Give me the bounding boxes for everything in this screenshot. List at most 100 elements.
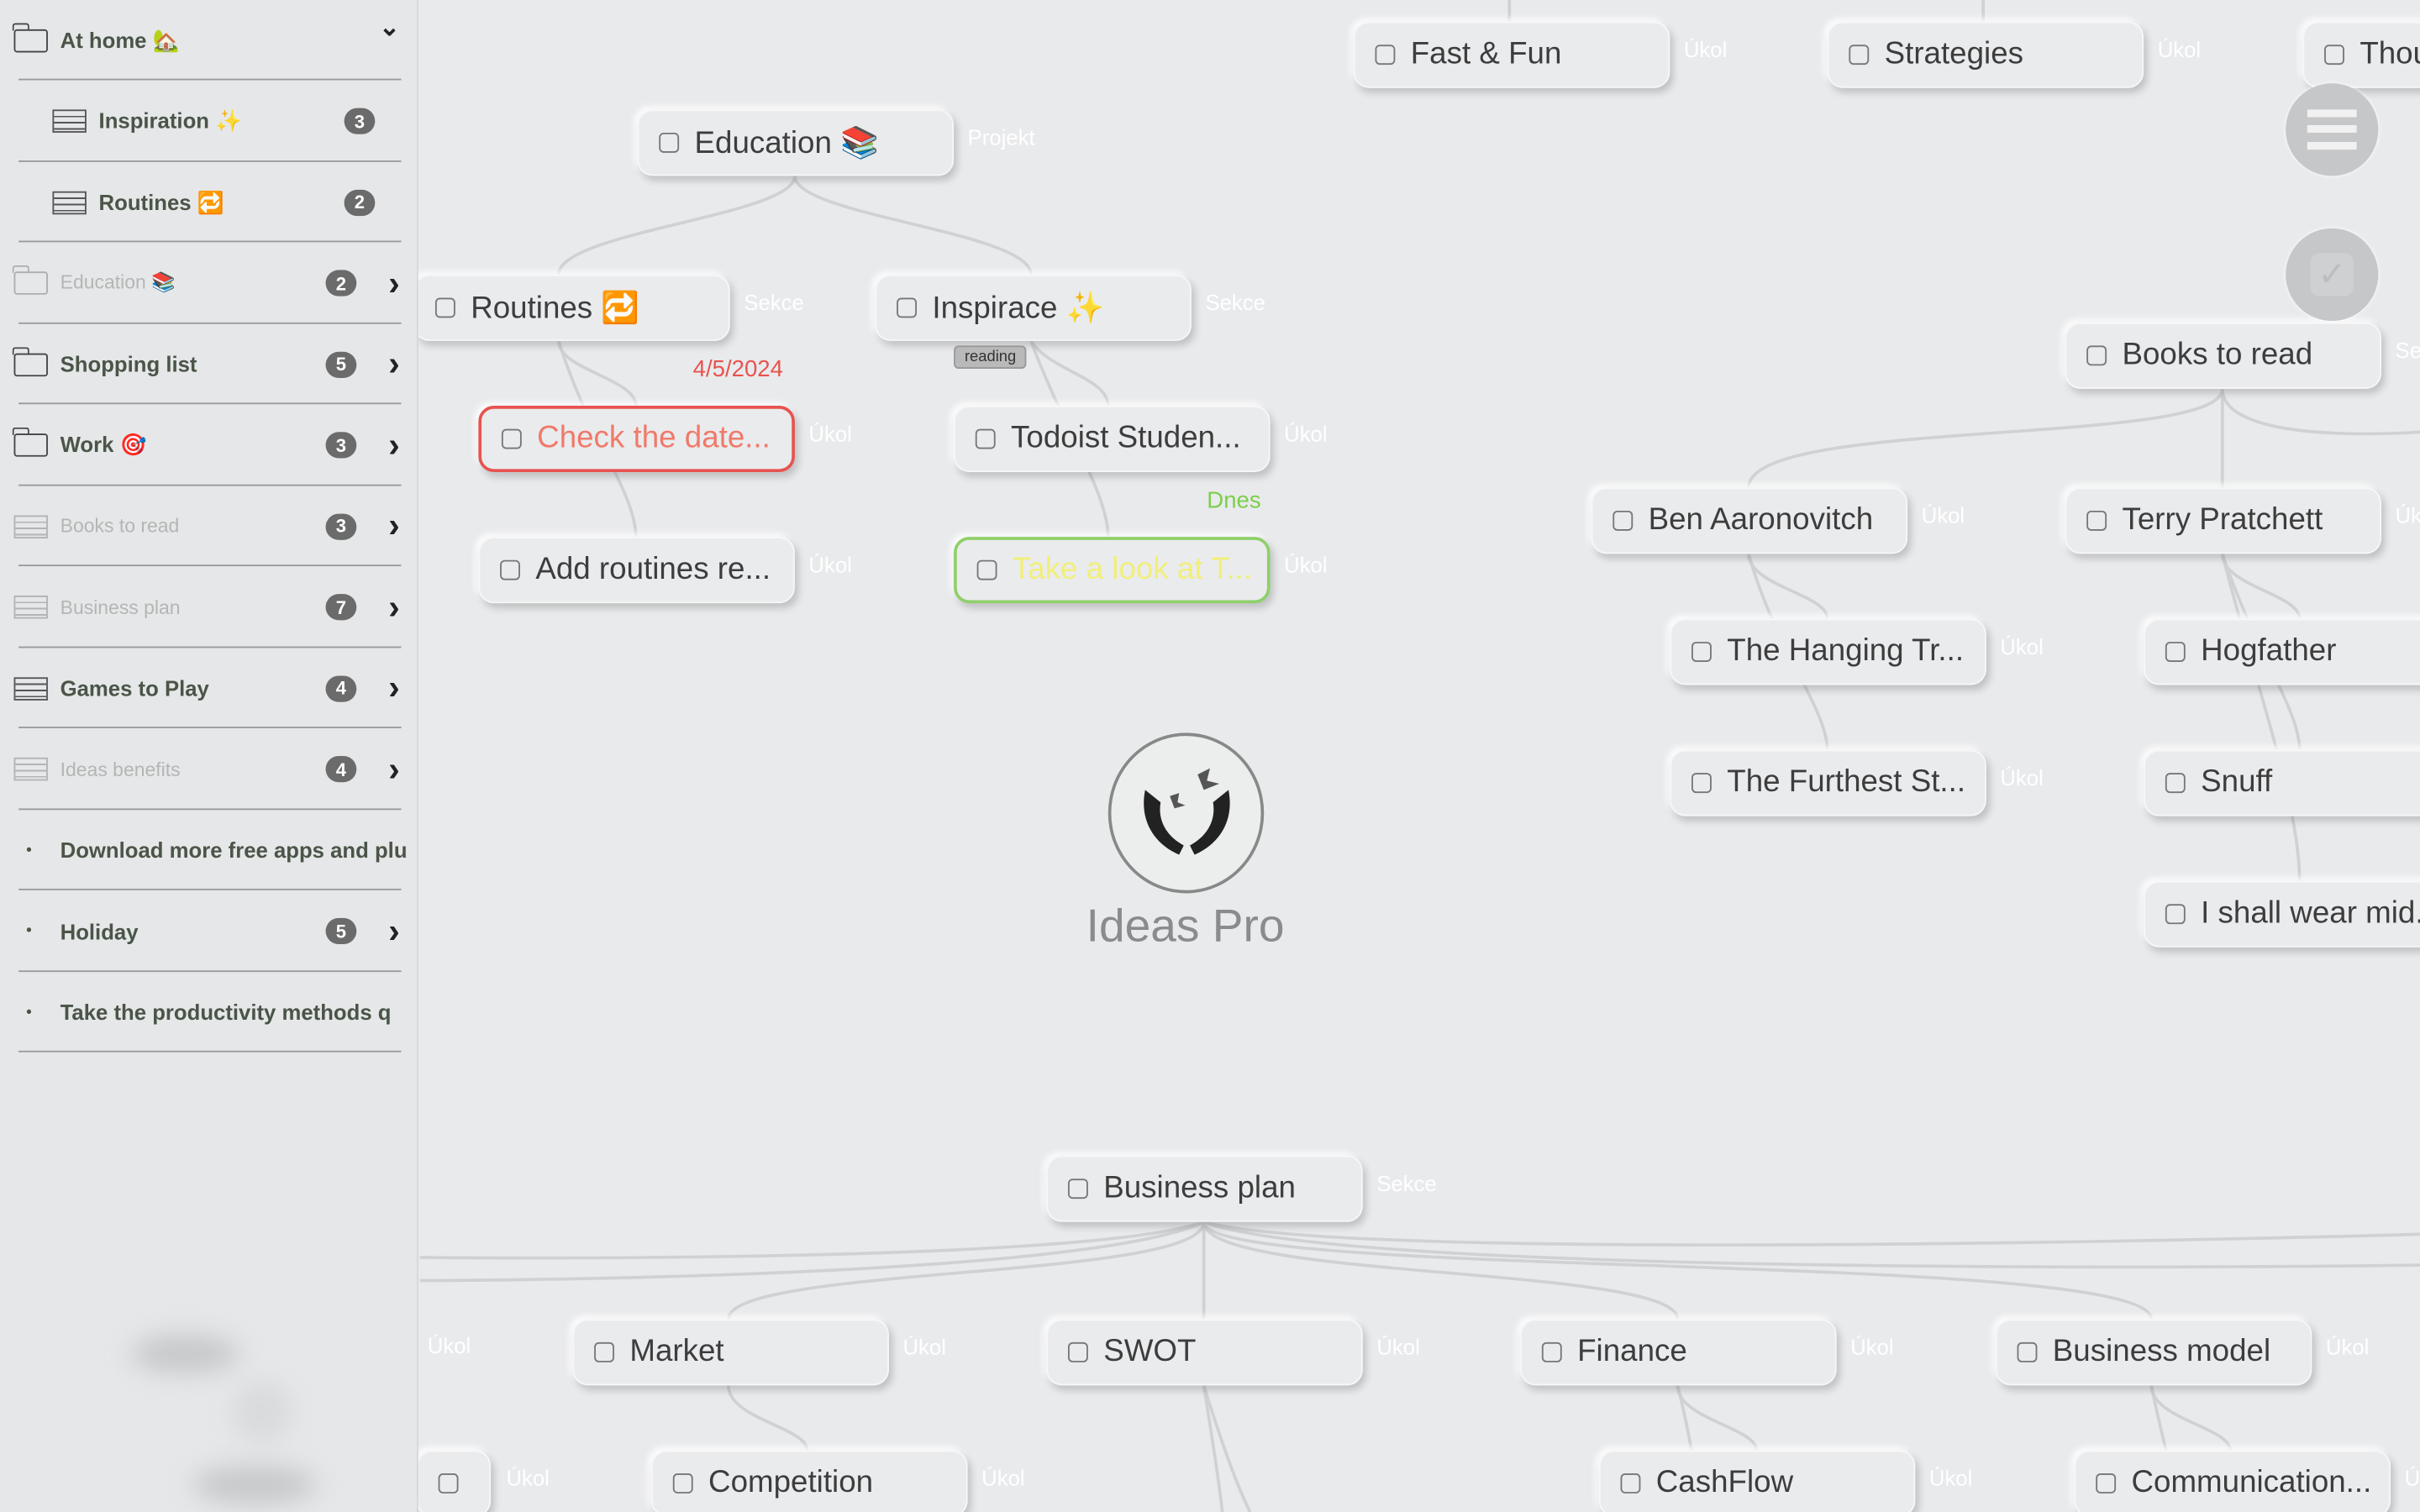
checkbox[interactable] [1691, 773, 1712, 794]
mind-map-node[interactable]: Competition [651, 1450, 968, 1512]
checkbox[interactable] [897, 297, 917, 318]
checkbox[interactable] [1067, 1341, 1088, 1362]
checkbox[interactable] [976, 559, 997, 580]
folder-icon [13, 22, 48, 52]
node-type-label: Úkol [808, 421, 852, 446]
list-icon [13, 676, 48, 700]
item-count-badge: 3 [344, 108, 376, 134]
sidebar-item[interactable]: Work 🎯3› [0, 405, 418, 486]
list-icon [52, 190, 87, 214]
chevron-right-icon[interactable]: › [388, 344, 400, 383]
sidebar-item[interactable]: •Take the productivity methods q [0, 972, 418, 1053]
mind-map-node[interactable]: Finance [1520, 1319, 1837, 1386]
checkbox[interactable] [2017, 1341, 2038, 1362]
mind-map-node[interactable]: Inspirace ✨ [875, 274, 1192, 341]
checkbox[interactable] [434, 297, 455, 318]
mind-map-node[interactable]: Todoist Studen... [954, 406, 1270, 473]
chevron-right-icon[interactable]: › [388, 263, 400, 302]
checkbox[interactable] [2324, 45, 2344, 66]
list-icon [13, 514, 48, 538]
sidebar-item-label: Holiday [60, 918, 139, 944]
checkbox[interactable] [1612, 510, 1634, 531]
checkbox[interactable] [659, 132, 680, 153]
chevron-right-icon[interactable]: › [388, 911, 400, 950]
mind-map-node[interactable]: Ben Aaronovitch [1591, 487, 1908, 554]
item-count-badge: 4 [325, 675, 357, 701]
mind-map-node[interactable]: Education 📚 [637, 109, 955, 176]
mind-map-node[interactable]: Routines 🔁 [413, 274, 730, 341]
mind-map-node[interactable]: Thoughts [2302, 21, 2420, 88]
checkbox[interactable] [2165, 642, 2186, 662]
complete-button[interactable]: ✓ [2286, 228, 2379, 322]
mind-map-node[interactable]: Add routines re... [478, 537, 795, 604]
node-label: Strategies [1884, 37, 2024, 71]
node-type-label: Úkol [1921, 502, 1965, 528]
checkbox[interactable] [500, 559, 520, 580]
sidebar-item[interactable]: Inspiration ✨3 [0, 81, 418, 161]
checkbox[interactable] [1691, 642, 1712, 662]
mind-map-node[interactable]: Hogfather [2144, 618, 2420, 685]
checkbox[interactable] [501, 428, 522, 449]
node-label: Communication... [2131, 1465, 2372, 1500]
checkbox[interactable] [1620, 1473, 1641, 1494]
menu-button[interactable] [2286, 83, 2379, 176]
mind-map-node[interactable]: Books to read [2065, 322, 2382, 389]
mind-map-node[interactable]: Terry Pratchett [2065, 487, 2382, 554]
checkbox[interactable] [2086, 510, 2107, 531]
mind-map-node[interactable] [416, 1450, 492, 1512]
checkbox[interactable] [1067, 1179, 1088, 1200]
checkbox[interactable] [2165, 773, 2186, 794]
checkbox[interactable] [2086, 345, 2107, 366]
node-label: Inspirace ✨ [932, 291, 1105, 326]
mind-map-node[interactable]: Strategies [1827, 21, 2144, 88]
chevron-right-icon[interactable]: › [388, 586, 400, 626]
mind-map-node[interactable]: Market [572, 1319, 889, 1386]
mind-map-node[interactable]: SWOT [1046, 1319, 1363, 1386]
mind-map-node[interactable]: I shall wear mid... [2144, 880, 2420, 948]
mind-map-node[interactable]: Take a look at T... [954, 537, 1270, 604]
mind-map-node[interactable]: Business plan [1046, 1155, 1363, 1222]
sidebar-item[interactable]: Education 📚2› [0, 243, 418, 323]
checkbox[interactable] [672, 1473, 693, 1494]
chevron-right-icon[interactable]: › [388, 506, 400, 545]
mind-map-node[interactable]: The Furthest St... [1670, 749, 1986, 816]
checkbox[interactable] [1849, 45, 1870, 66]
checkbox[interactable] [975, 428, 996, 449]
sidebar-item[interactable]: At home 🏡⌄ [0, 0, 418, 81]
checkbox[interactable] [594, 1341, 615, 1362]
node-label: Take a look at T... [1012, 552, 1253, 586]
mind-map-node[interactable]: CashFlow [1598, 1450, 1916, 1512]
chevron-down-icon[interactable]: ⌄ [379, 15, 400, 42]
checkbox[interactable] [438, 1473, 459, 1494]
mind-map-node[interactable]: The Hanging Tr... [1670, 618, 1986, 685]
checkbox[interactable] [1541, 1341, 1562, 1362]
mind-map-node[interactable]: Snuff [2144, 749, 2420, 816]
checkbox[interactable] [1375, 45, 1396, 66]
node-label: Competition [708, 1465, 874, 1500]
mind-map-node[interactable]: Communication... [2074, 1450, 2391, 1512]
sidebar-item[interactable]: •Download more free apps and plu [0, 810, 418, 890]
mind-map-node[interactable]: Business model [1995, 1319, 2312, 1386]
mind-map-node[interactable]: Fast & Fun [1353, 21, 1670, 88]
chevron-right-icon[interactable]: › [388, 668, 400, 707]
node-type-label: Projekt [967, 124, 1035, 150]
chevron-right-icon[interactable]: › [388, 748, 400, 788]
sidebar-item-label: Education 📚 [60, 271, 176, 293]
sidebar-item-label: Download more free apps and plu [60, 837, 407, 863]
folder-icon [13, 346, 48, 376]
checkbox[interactable] [2096, 1473, 2117, 1494]
chevron-right-icon[interactable]: › [388, 425, 400, 464]
node-label: Books to read [2122, 338, 2313, 372]
sidebar-item[interactable]: Routines 🔁2 [0, 162, 418, 243]
item-count-badge: 2 [344, 188, 376, 216]
checkbox[interactable] [2165, 904, 2186, 925]
node-type-label: Sekce [2395, 338, 2420, 363]
mind-map-node[interactable]: Check the date... [478, 406, 795, 473]
